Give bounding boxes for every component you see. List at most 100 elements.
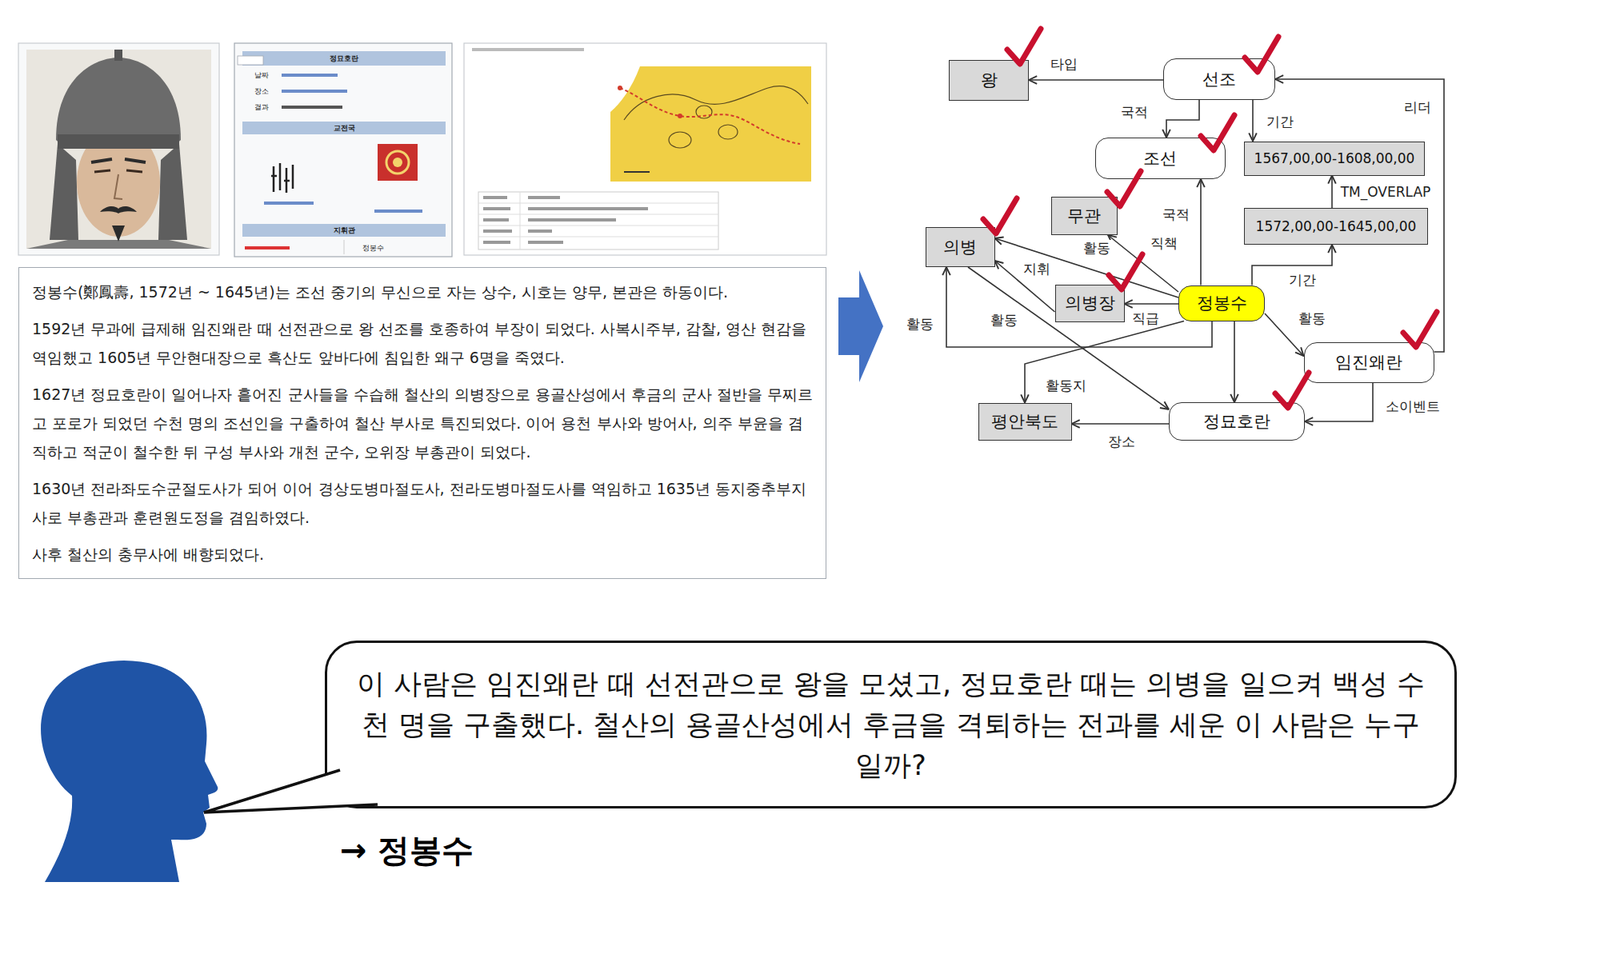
- relation-label: 직급: [1129, 310, 1162, 327]
- value-line: [281, 89, 348, 93]
- check-marks: [983, 28, 1437, 408]
- relation-label: 기간: [1264, 113, 1296, 130]
- infobox-label: 정봉수: [362, 244, 384, 253]
- relation-label: 활동: [988, 312, 1020, 328]
- article-panel: 정봉수(鄭鳳壽, 1572년 ~ 1645년)는 조선 중기의 무신으로 자는 …: [18, 267, 827, 580]
- node-label: 임진왜란: [1335, 352, 1403, 373]
- cell-line: [528, 218, 616, 222]
- relation-arrow: [1331, 176, 1333, 209]
- red-flag: [377, 144, 418, 181]
- question-text: 이 사람은 임진왜란 때 선전관으로 왕을 모셨고, 정묘호란 때는 의병을 일…: [355, 664, 1428, 787]
- relation-label: 활동지: [1043, 377, 1089, 394]
- entity-node: 정묘호란: [1168, 402, 1305, 441]
- nose: [114, 174, 123, 200]
- portrait-picture: [18, 43, 220, 256]
- eyes: [94, 170, 143, 172]
- node-label: 무관: [1067, 205, 1101, 227]
- relation-label: 활동: [1080, 240, 1113, 256]
- cell-line: [483, 229, 512, 233]
- infobox-header-bar: [242, 51, 446, 66]
- image-frame: [464, 43, 827, 256]
- helmet-rim: [57, 134, 180, 149]
- route-dot: [617, 85, 623, 91]
- relation-arrow: [1024, 321, 1184, 404]
- period-label: 1567,00,00-1608,00,00: [1254, 149, 1416, 168]
- relation-arrow: [946, 267, 1212, 348]
- relation-arrow: [1028, 79, 1164, 81]
- article-paragraph: 사후 철산의 충무사에 배향되었다.: [32, 540, 813, 569]
- period-label: 1572,00,00-1645,00,00: [1256, 217, 1417, 236]
- map-sea: [610, 66, 640, 112]
- caption-line: [374, 209, 423, 213]
- node-label: 정봉수: [1196, 292, 1248, 314]
- relation-label: 국적: [1118, 104, 1151, 120]
- relation-arrow: [1124, 303, 1180, 305]
- relation-label: 소이벤트: [1383, 398, 1443, 415]
- armor-shape: [26, 240, 212, 249]
- person-silhouette: [40, 660, 218, 883]
- relation-label: 국적: [1160, 206, 1192, 223]
- check-mark: [1007, 28, 1041, 64]
- relation-label: TM_OVERLAP: [1338, 184, 1434, 200]
- speech-bubble: 이 사람은 임진왜란 때 선전관으로 왕을 모셨고, 정묘호란 때는 의병을 일…: [324, 640, 1457, 809]
- cell-line: [483, 240, 511, 244]
- mustache: [100, 206, 137, 214]
- relation-arrow: [1252, 100, 1254, 142]
- relation-label: 장소: [1105, 433, 1138, 450]
- target-node: 정봉수: [1178, 285, 1265, 322]
- map-contour: [718, 124, 738, 140]
- flag-centre: [392, 157, 403, 168]
- cell-line: [528, 229, 552, 233]
- class-box: 평안북도: [978, 403, 1072, 441]
- node-label: 평안북도: [991, 411, 1059, 432]
- infobox-label: 결과: [254, 103, 269, 112]
- cell-line: [528, 196, 560, 200]
- map-picture: [464, 43, 827, 256]
- relation-label: 활동: [1296, 310, 1328, 327]
- article-paragraph: 정봉수(鄭鳳壽, 1572년 ~ 1645년)는 조선 중기의 무신으로 자는 …: [32, 277, 813, 307]
- map-table: [478, 192, 719, 250]
- flag-ring: [386, 151, 409, 174]
- table-rules: [478, 192, 719, 250]
- node-label: 정묘호란: [1203, 411, 1271, 432]
- infobox-label: 교전국: [333, 124, 356, 133]
- map-contour: [668, 132, 692, 148]
- red-link-line: [244, 246, 290, 250]
- relation-label: 직책: [1148, 235, 1180, 252]
- infobox-label: 정묘호란: [329, 54, 359, 64]
- period-box: 1572,00,00-1645,00,00: [1244, 208, 1428, 245]
- article-paragraph: 1630년 전라좌도수군절도사가 되어 이어 경상도병마절도사, 전라도병마절도…: [32, 474, 813, 532]
- node-label: 조선: [1143, 148, 1177, 169]
- infobox-label: 장소: [254, 87, 269, 96]
- relation-label: 활동: [904, 316, 936, 332]
- relation-arrow: [995, 260, 1056, 312]
- map-land: [610, 66, 812, 182]
- value-line: [281, 105, 343, 109]
- cell-divider: [344, 240, 345, 255]
- period-box: 1567,00,00-1608,00,00: [1244, 141, 1425, 176]
- relation-arrow: [1233, 321, 1236, 404]
- cell-line: [483, 218, 509, 222]
- cell-line: [528, 207, 648, 211]
- portrait-ground: [26, 49, 212, 249]
- helmet-dome: [56, 57, 181, 148]
- infobox-label: 지휘관: [333, 226, 356, 236]
- helmet-flap: [49, 144, 79, 240]
- infobox-section-bar: [242, 224, 446, 237]
- relation-arrow: [968, 267, 1169, 410]
- class-box: 왕: [948, 60, 1029, 101]
- relation-arrow: [1166, 100, 1200, 138]
- answer-label: → 정봉수: [340, 831, 474, 870]
- tab-box: [237, 56, 264, 65]
- relation-arrow: [1072, 423, 1170, 425]
- entity-node: 임진왜란: [1304, 342, 1435, 384]
- entity-node: 선조: [1163, 58, 1276, 100]
- value-line: [281, 73, 338, 77]
- node-label: 의병장: [1064, 292, 1116, 314]
- infobox-frame: [234, 43, 452, 257]
- helmet-flap: [158, 144, 188, 240]
- manchu-script-emblem: [271, 163, 293, 193]
- file-line: [472, 48, 584, 52]
- class-box: 의병장: [1055, 284, 1125, 323]
- relation-label: 리더: [1401, 99, 1434, 116]
